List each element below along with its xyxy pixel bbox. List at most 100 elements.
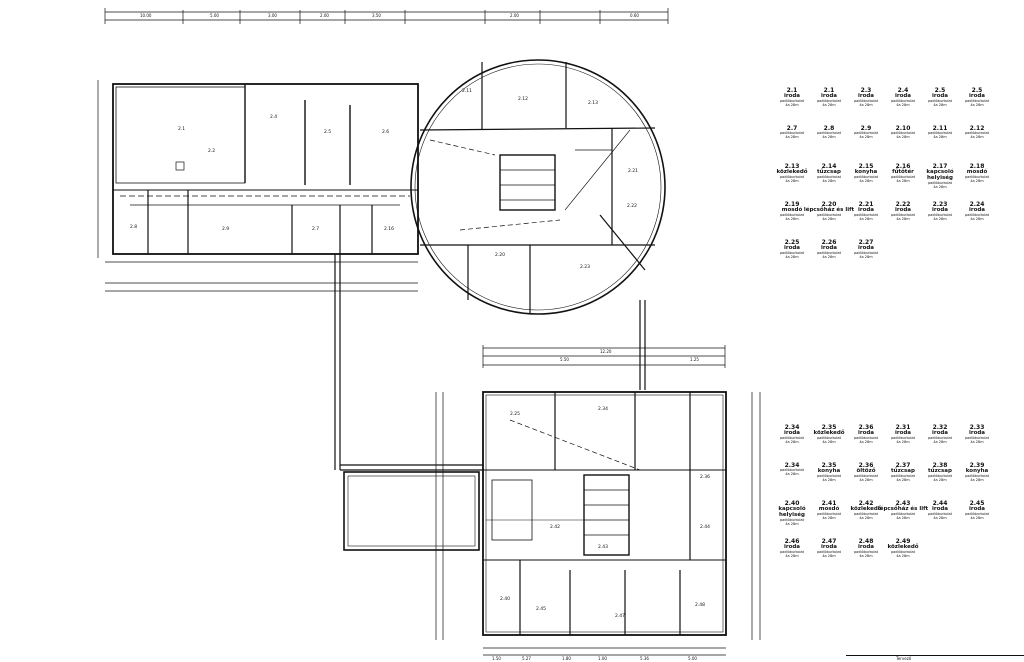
legend-room-name: iroda [783, 245, 801, 252]
legend-room-name: iroda [968, 93, 986, 100]
legend-room-name: iroda [857, 207, 875, 214]
legend-room-name: iroda [894, 207, 912, 214]
room-label: 2.47 [615, 613, 625, 619]
legend-room-sub: padlóburkolat [779, 99, 805, 104]
legend-room-area: 4a 28m [859, 515, 873, 520]
room-label: 2.21 [628, 168, 638, 174]
room-label: 2.44 [700, 524, 710, 530]
legend-room-num: 2.46 [784, 538, 800, 545]
legend-room-sub: padlóburkolat [816, 175, 842, 180]
legend-room-area: 4a 28m [785, 553, 799, 558]
legend-room-name: iroda [857, 544, 875, 551]
legend-room-sub: padlóburkolat [816, 131, 842, 136]
legend-room-num: 2.5 [934, 87, 946, 94]
legend-room-sub: padlóburkolat [927, 180, 953, 185]
legend-room-name: iroda [857, 93, 875, 100]
legend-room-name: iroda [894, 93, 912, 100]
legend-room-sub: padlóburkolat [964, 512, 990, 517]
legend-room-name: mosdó [966, 169, 988, 176]
legend-room-name: iroda [783, 93, 801, 100]
room-label: 2.12 [518, 96, 528, 102]
legend-room-num: 2.9 [860, 125, 872, 132]
legend-room-name: közlekedő [776, 169, 808, 176]
room-label: 2.48 [695, 602, 705, 608]
legend-room-num: 2.4 [897, 87, 909, 94]
legend-room-num: 2.15 [858, 163, 874, 170]
legend-room-sub: padlóburkolat [927, 131, 953, 136]
legend-room-sub: padlóburkolat [853, 251, 879, 256]
dim-mid-2: 5.50 [560, 357, 569, 362]
legend-room-sub: padlóburkolat [779, 131, 805, 136]
legend-room-area: 4a 28m [822, 515, 836, 520]
legend-room-area: 4a 28m [896, 553, 910, 558]
legend-room-area: 4a 28m [785, 254, 799, 259]
legend-room-sub: padlóburkolat [964, 131, 990, 136]
legend-room-area: 4a 28m [859, 102, 873, 107]
legend-room-num: 2.44 [932, 500, 948, 507]
legend-room-area: 4a 28m [822, 216, 836, 221]
legend-room-name: iroda [820, 93, 838, 100]
legend-room-num: 2.7 [786, 125, 798, 132]
room-label: 2.13 [588, 100, 598, 106]
legend-room-area: 4a 28m [970, 477, 984, 482]
legend-room-sub: padlóburkolat [779, 468, 805, 473]
legend-room-num: 2.33 [969, 424, 985, 431]
dim-bottom-3: 1.80 [562, 656, 571, 661]
legend-room-sub: padlóburkolat [927, 213, 953, 218]
legend-room-sub: padlóburkolat [927, 512, 953, 517]
legend-room-num: 2.16 [895, 163, 911, 170]
room-label: 2.7 [312, 226, 319, 232]
legend-room-sub: padlóburkolat [890, 131, 916, 136]
legend-room-area: 4a 28m [859, 553, 873, 558]
legend-room-name: iroda [931, 93, 949, 100]
legend-room-num: 2.27 [858, 239, 874, 246]
dim-mid-3: 1.25 [690, 357, 699, 362]
dim-bottom-6: 5.00 [688, 656, 697, 661]
room-label: 2.6 [382, 129, 389, 135]
legend-room-num: 2.36 [858, 424, 874, 431]
legend-room-area: 4a 28m [896, 439, 910, 444]
room-label: 2.25 [510, 411, 520, 417]
legend-room-area: 4a 28m [970, 102, 984, 107]
legend-room-num: 2.40 [784, 500, 800, 507]
legend-room-num: 2.21 [858, 201, 874, 208]
legend-room-area: 4a 28m [859, 439, 873, 444]
legend-room-name: lépcsőház és lift [877, 506, 929, 513]
legend-room-name: iroda [931, 430, 949, 437]
legend-room-num: 2.19 [784, 201, 800, 208]
legend-room-num: 2.12 [969, 125, 985, 132]
legend-room-area: 4a 28m [970, 134, 984, 139]
legend-room-area: 4a 28m [859, 216, 873, 221]
legend-room-name: közlekedő [850, 506, 882, 513]
legend-room-area: 4a 28m [785, 521, 799, 526]
dim-bottom-1: 1.50 [492, 656, 501, 661]
legend-room-sub: padlóburkolat [853, 550, 879, 555]
legend-room-sub: padlóburkolat [890, 213, 916, 218]
legend-room-sub: padlóburkolat [927, 474, 953, 479]
legend-room-area: 4a 28m [822, 439, 836, 444]
legend-room-name: iroda [931, 506, 949, 513]
legend-room-num: 2.48 [858, 538, 874, 545]
legend-room-num: 2.20 [821, 201, 837, 208]
legend-room-num: 2.35 [821, 424, 837, 431]
